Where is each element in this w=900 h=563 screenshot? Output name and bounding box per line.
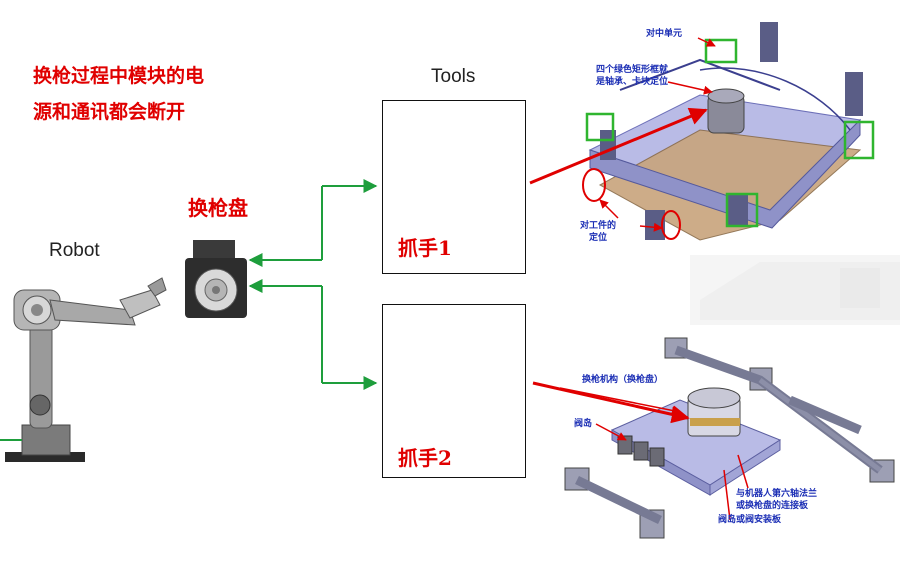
- fixture-bottom-illustration: [559, 337, 895, 539]
- robot-label: Robot: [49, 240, 100, 261]
- centering-unit-annotation: 对中单元: [646, 29, 683, 39]
- robot-illustration: [0, 277, 167, 462]
- background-photo-remnant: [690, 255, 900, 325]
- gripper-2-box: [382, 304, 526, 478]
- tool-changer-label: 换枪盘: [188, 196, 248, 220]
- fixture-top-illustration: [582, 22, 875, 241]
- tools-label: Tools: [431, 66, 476, 87]
- green-boxes-line-2: 是轴承、卡块定位: [596, 77, 669, 87]
- valve-plate-annotation: 阀岛或阀安装板: [718, 515, 782, 525]
- gripper-2-label: 抓手2: [398, 446, 452, 470]
- workpiece-locating-annotation: 对工件的 定位: [580, 220, 616, 244]
- note-line-2: 源和通讯都会断开: [33, 101, 186, 123]
- green-boxes-line-1: 四个绿色矩形框就: [596, 65, 669, 75]
- note-line-1: 换枪过程中模块的电: [33, 65, 205, 87]
- flange-plate-annotation: 与机器人第六轴法兰 或换枪盘的连接板: [736, 488, 817, 512]
- flange-line-1: 与机器人第六轴法兰: [736, 489, 818, 499]
- tool-changer-illustration: [185, 240, 247, 318]
- red-arrows: [529, 107, 708, 424]
- power-comm-disconnect-note: 换枪过程中模块的电 源和通讯都会断开: [33, 58, 204, 130]
- gripper-1-box: [382, 100, 526, 274]
- gripper-1-label: 抓手1: [398, 236, 452, 260]
- green-boxes-annotation: 四个绿色矩形框就 是轴承、卡块定位: [596, 64, 668, 88]
- workpiece-line-2: 定位: [589, 233, 608, 243]
- flange-line-2: 或换枪盘的连接板: [736, 501, 809, 511]
- workpiece-line-1: 对工件的: [580, 221, 617, 231]
- green-connectors: [248, 179, 378, 390]
- changer-mechanism-annotation: 换枪机构（换枪盘）: [582, 375, 664, 385]
- valve-island-annotation: 阀岛: [574, 419, 593, 429]
